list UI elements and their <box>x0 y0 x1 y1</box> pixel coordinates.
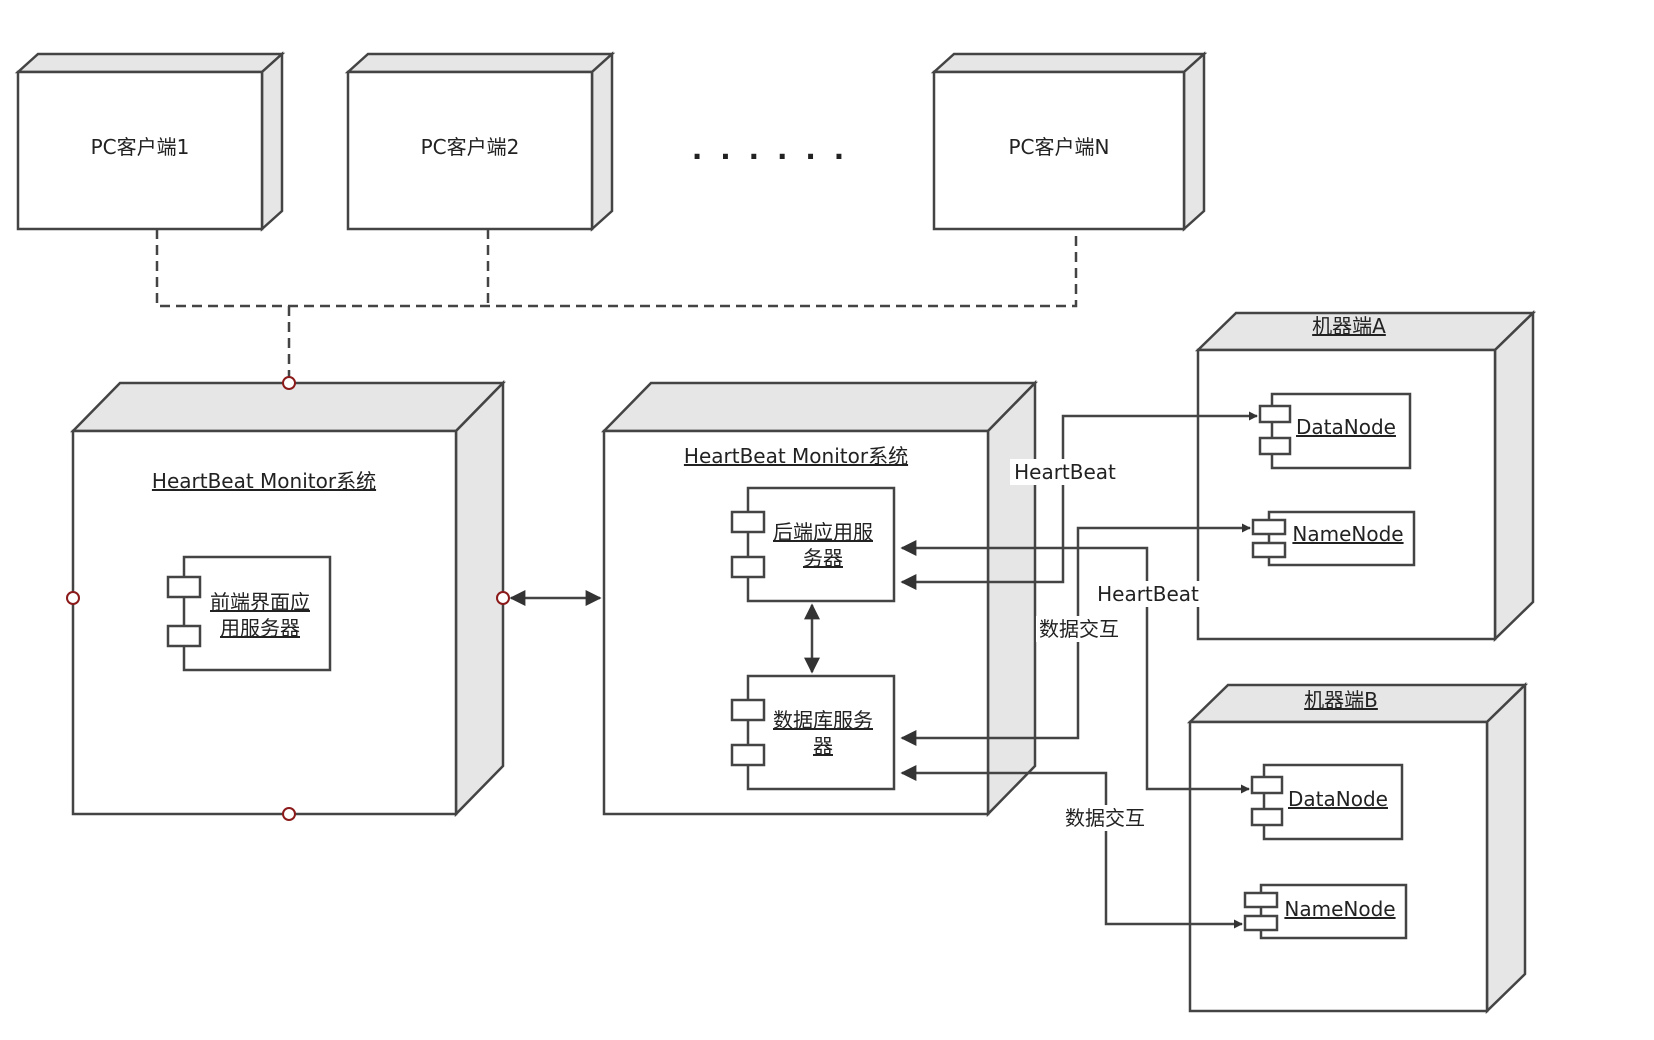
machine-a-namenode: NameNode <box>1251 510 1416 567</box>
ellipsis-label: · · · · · · <box>692 140 849 173</box>
heartbeat-label-1: HeartBeat <box>1014 460 1116 484</box>
backend-app-server-line2: 务器 <box>803 546 843 570</box>
data-exchange-label-2: 数据交互 <box>1065 806 1145 830</box>
machine-connectors <box>900 411 1258 929</box>
pc-client-1-node: PC客户端1 <box>14 51 286 232</box>
pc-client-2-node: PC客户端2 <box>344 51 616 232</box>
machine-a-title: 机器端A <box>1312 314 1386 338</box>
frontend-system-node: HeartBeat Monitor系统 前端界面应 用服务器 <box>70 379 506 818</box>
data-exchange-b-connector <box>900 765 1243 929</box>
backend-system-title: HeartBeat Monitor系统 <box>684 444 908 468</box>
frontend-system-title: HeartBeat Monitor系统 <box>152 469 376 493</box>
machine-a-datanode-label: DataNode <box>1296 415 1396 439</box>
backend-app-server-line1: 后端应用服 <box>773 520 873 544</box>
machine-b-title: 机器端B <box>1304 688 1378 712</box>
machine-a-namenode-label: NameNode <box>1292 522 1403 546</box>
frontend-component-line2: 用服务器 <box>220 616 300 640</box>
machine-b-namenode: NameNode <box>1243 883 1408 940</box>
frontend-component-line1: 前端界面应 <box>210 590 310 614</box>
edge-labels: HeartBeat HeartBeat 数据交互 数据交互 <box>1010 459 1203 831</box>
pc-client-n-label: PC客户端N <box>1009 135 1110 159</box>
database-server-line1: 数据库服务 <box>773 708 873 732</box>
backend-app-server-component: 后端应用服 务器 <box>730 486 896 603</box>
pc-client-n-node: PC客户端N <box>930 51 1208 232</box>
machine-a-node: 机器端A DataNode NameNode <box>1194 310 1537 642</box>
machine-b-namenode-label: NameNode <box>1284 897 1395 921</box>
data-exchange-label-1: 数据交互 <box>1039 617 1119 641</box>
frontend-ports <box>66 376 510 821</box>
machine-b-datanode: DataNode <box>1250 763 1404 841</box>
client-dashed-connectors <box>155 229 1078 383</box>
backend-system-node: HeartBeat Monitor系统 后端应用服 务器 数据库服务 器 <box>601 379 1038 818</box>
heartbeat-label-2: HeartBeat <box>1097 582 1199 606</box>
machine-b-datanode-label: DataNode <box>1288 787 1388 811</box>
database-server-line2: 器 <box>813 734 833 758</box>
pc-client-2-label: PC客户端2 <box>421 135 520 159</box>
frontend-component: 前端界面应 用服务器 <box>166 555 332 672</box>
machine-a-datanode: DataNode <box>1258 392 1412 470</box>
database-server-component: 数据库服务 器 <box>730 674 896 791</box>
machine-b-node: 机器端B DataNode NameNode <box>1186 682 1529 1014</box>
pc-client-1-label: PC客户端1 <box>91 135 190 159</box>
